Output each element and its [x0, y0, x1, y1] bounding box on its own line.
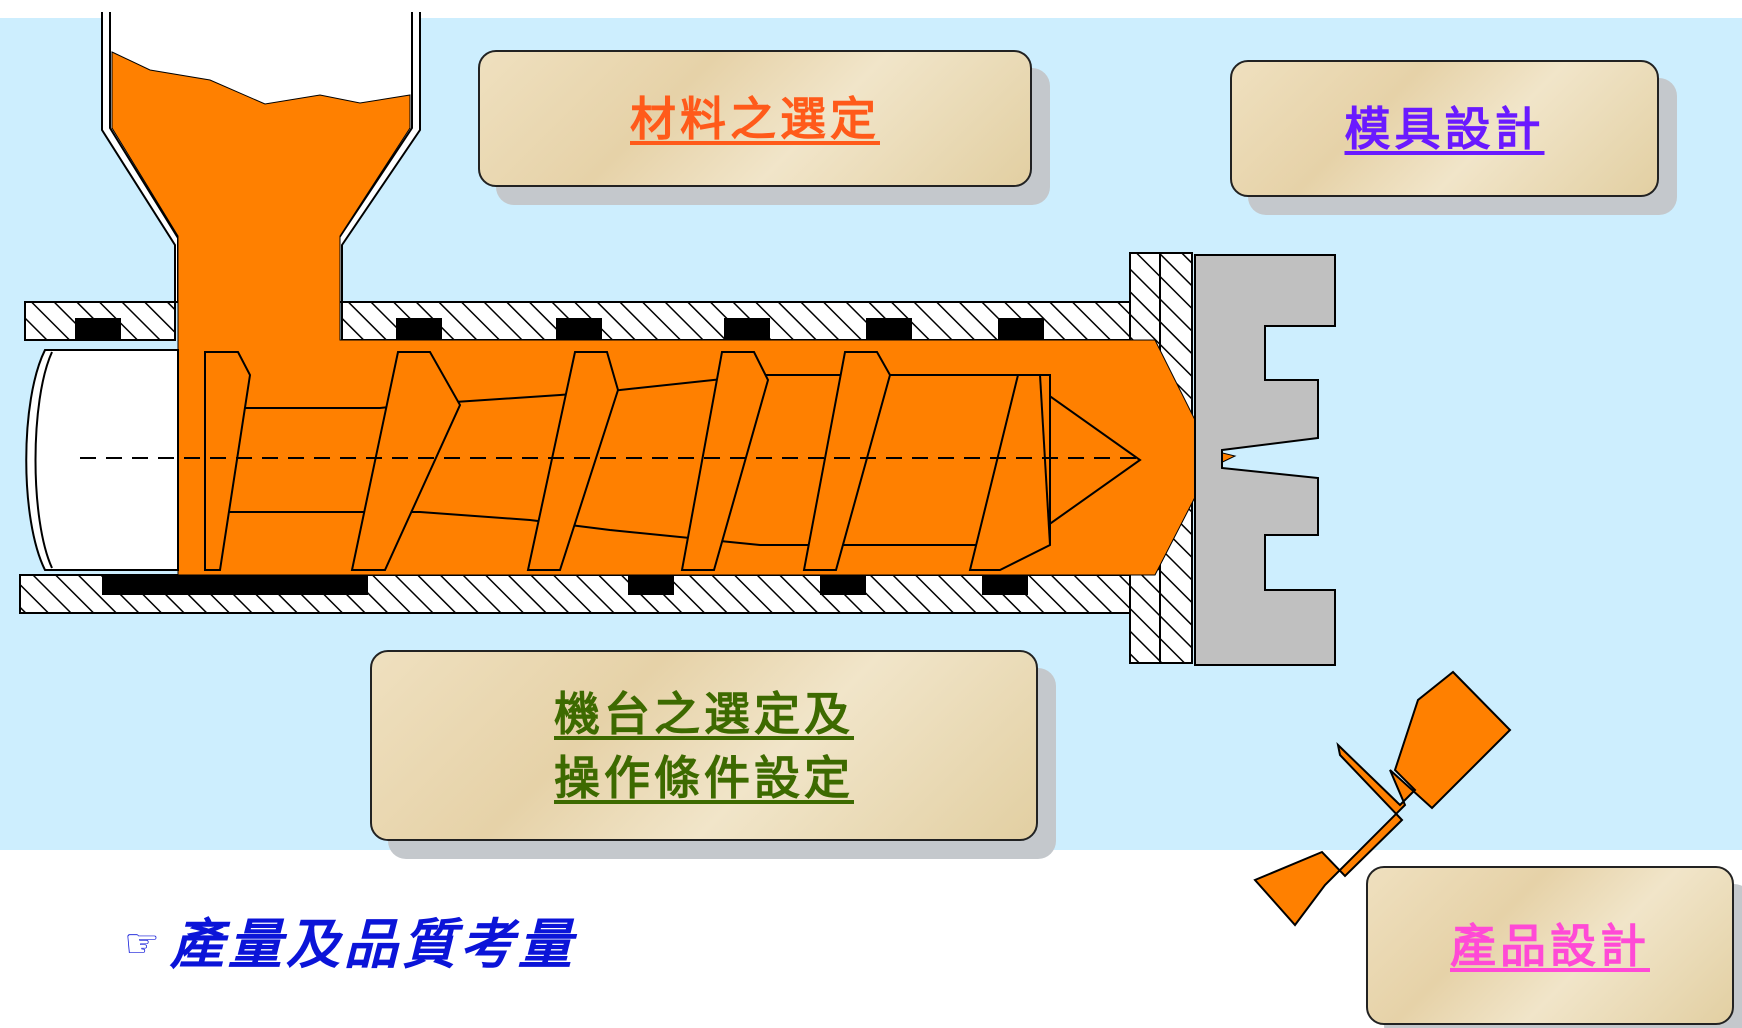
- yield-quality-bullet: ☞產量及品質考量: [124, 900, 576, 979]
- mold-design-label: 模具設計: [1344, 101, 1545, 156]
- mold-design-card[interactable]: 模具設計: [1230, 60, 1659, 197]
- mold-plate: [1194, 254, 1336, 666]
- product-design-label: 產品設計: [1450, 918, 1650, 973]
- machine-selection-card[interactable]: 機台之選定及 操作條件設定: [370, 650, 1038, 841]
- molded-part: [1253, 670, 1512, 927]
- material-selection-card[interactable]: 材料之選定: [478, 50, 1032, 187]
- machine-selection-label-line2: 操作條件設定: [554, 750, 854, 805]
- yield-quality-text: 產量及品質考量: [169, 912, 576, 976]
- screw: [204, 351, 1142, 571]
- material-selection-label: 材料之選定: [630, 91, 880, 146]
- heater-bands: [75, 318, 1044, 595]
- product-design-card[interactable]: 產品設計: [1366, 866, 1734, 1025]
- machine-selection-label-line1: 機台之選定及: [554, 686, 854, 741]
- screw-shaft: [25, 349, 179, 571]
- pointing-hand-icon: ☞: [124, 921, 164, 967]
